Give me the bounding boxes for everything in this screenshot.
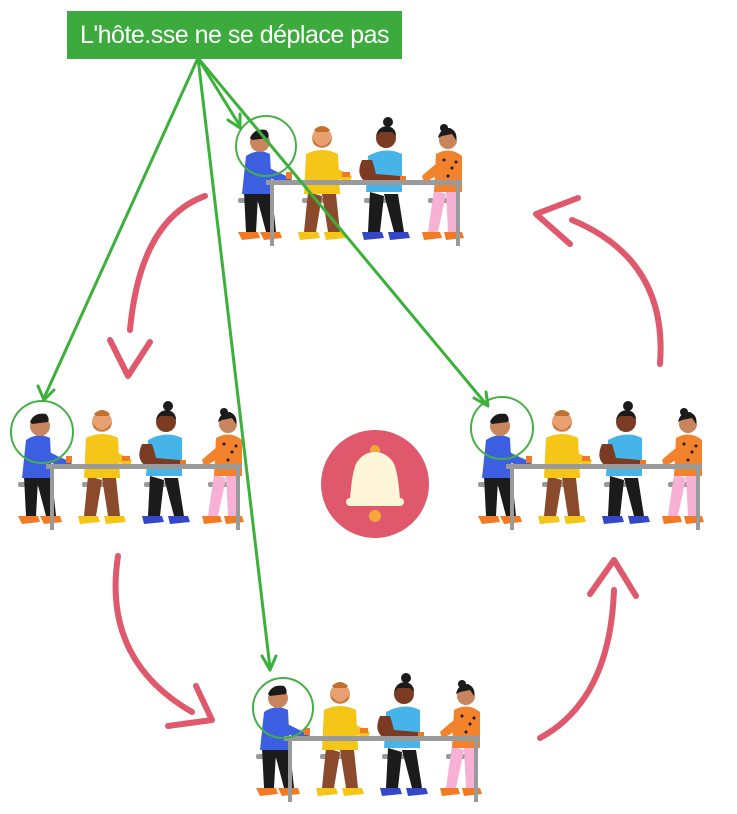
host-circle-right bbox=[470, 396, 534, 460]
host-pointer-arrows bbox=[36, 56, 490, 672]
pointer-arrow-right bbox=[196, 56, 488, 406]
rotation-arrow-top-left bbox=[127, 193, 208, 333]
host-circle-bottom bbox=[252, 677, 314, 739]
host-circle-left bbox=[10, 400, 74, 464]
table-group-right bbox=[478, 401, 704, 530]
host-circle-top bbox=[235, 115, 297, 177]
bell-icon bbox=[321, 430, 429, 538]
pointer-arrow-bottom bbox=[196, 56, 272, 670]
host-label-text: L'hôte.sse ne se déplace pas bbox=[79, 21, 390, 49]
pointer-arrow-left bbox=[42, 56, 200, 400]
table-group-left bbox=[18, 401, 244, 530]
pointer-arrow-top bbox=[196, 56, 242, 128]
host-label-box: L'hôte.sse ne se déplace pas bbox=[67, 11, 402, 59]
rotation-arrow-bottom-right bbox=[537, 587, 617, 741]
rotation-arrow-left-bottom bbox=[112, 553, 195, 715]
table-group-top bbox=[238, 117, 464, 246]
rotation-arrow-right-top bbox=[569, 217, 664, 367]
rotation-arrows bbox=[107, 193, 664, 741]
